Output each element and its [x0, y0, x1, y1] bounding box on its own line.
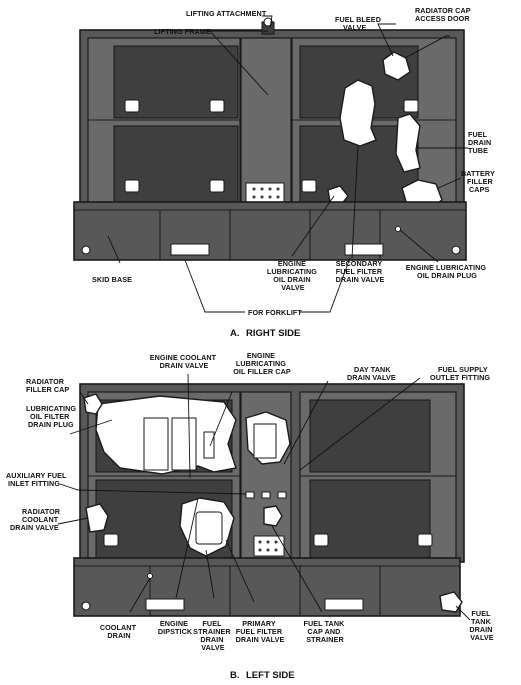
label-radiator-filler-cap: RADIATOR FILLER CAP [26, 377, 69, 394]
label-fuel-strainer-drain-valve: FUEL STRAINER DRAIN VALVE [193, 619, 233, 652]
label-secondary-fuel-filter-drain-valve: SECONDARY FUEL FILTER DRAIN VALVE [336, 259, 385, 284]
label-fuel-drain-tube: FUEL DRAIN TUBE [468, 130, 493, 155]
left-rdoor-upper-panel [309, 399, 431, 473]
right-center-column [240, 37, 292, 207]
label-fuel-supply-outlet-fitting: FUEL SUPPLY OUTLET FITTING [430, 365, 490, 382]
left-skid-base [73, 557, 461, 617]
label-engine-dipstick: ENGINE DIPSTICK [158, 619, 193, 636]
left-rdoor-lower-panel [309, 479, 431, 559]
label-skid-base: SKID BASE [92, 275, 132, 284]
label-radiator-cap-access-door: RADIATOR CAP ACCESS DOOR [415, 6, 473, 23]
label-fuel-tank-cap-and-strainer: FUEL TANK CAP AND STRAINER [303, 619, 346, 644]
label-day-tank-drain-valve: DAY TANK DRAIN VALVE [347, 365, 396, 382]
label-lifting-frame: LIFTING FRAME [154, 27, 211, 36]
label-coolant-drain: COOLANT DRAIN [100, 623, 138, 640]
engine-block-left [143, 417, 169, 471]
caption-right-side: A. RIGHT SIDE [230, 328, 300, 339]
label-engine-lubricating-oil-drain-plug: ENGINE LUBRICATING OIL DRAIN PLUG [406, 263, 488, 280]
oil-drain-valve-cutaway [327, 185, 349, 207]
label-auxiliary-fuel-inlet-fitting: AUXILIARY FUEL INLET FITTING [6, 471, 68, 488]
label-engine-lubricating-oil-filler-cap: ENGINE LUBRICATING OIL FILLER CAP [233, 351, 291, 376]
label-engine-coolant-drain-valve: ENGINE COOLANT DRAIN VALVE [150, 353, 219, 370]
left-forklift-slot-2 [324, 598, 364, 611]
right-side-view: LIFTING ATTACHMENT LIFTING FRAME FUEL BL… [73, 6, 497, 339]
label-battery-filler-caps: BATTERY FILLER CAPS [461, 169, 497, 194]
left-side-view: ENGINE COOLANT DRAIN VALVE ENGINE LUBRIC… [6, 351, 494, 681]
fuel-drain-tube-cutaway [395, 113, 421, 173]
label-lifting-attachment: LIFTING ATTACHMENT [186, 9, 267, 18]
right-engine-cutaway [339, 79, 377, 147]
radiator-filler-cap-cutaway [83, 393, 103, 415]
label-fuel-tank-drain-valve: FUEL TANK DRAIN VALVE [469, 609, 494, 642]
label-fuel-bleed-valve: FUEL BLEED VALVE [335, 15, 383, 32]
label-primary-fuel-filter-drain-valve: PRIMARY FUEL FILTER DRAIN VALVE [236, 619, 285, 644]
radiator-coolant-drain-cutaway [85, 503, 109, 533]
engine-block-right [171, 417, 197, 471]
label-radiator-coolant-drain-valve: RADIATOR COOLANT DRAIN VALVE [10, 507, 62, 532]
right-forklift-slot-2 [344, 243, 384, 256]
right-skid-base [73, 201, 467, 261]
label-for-forklift: FOR FORKLIFT [248, 308, 302, 317]
fuel-bleed-valve-cutaway [382, 51, 411, 81]
right-center-grille [245, 182, 285, 204]
caption-left-side: B. LEFT SIDE [230, 670, 295, 681]
label-lubricating-oil-filter-drain-plug: LUBRICATING OIL FILTER DRAIN PLUG [26, 404, 78, 429]
left-forklift-slot-1 [145, 598, 185, 611]
right-forklift-slot-1 [170, 243, 210, 256]
label-engine-lubricating-oil-drain-valve: ENGINE LUBRICATING OIL DRAIN VALVE [267, 259, 319, 292]
